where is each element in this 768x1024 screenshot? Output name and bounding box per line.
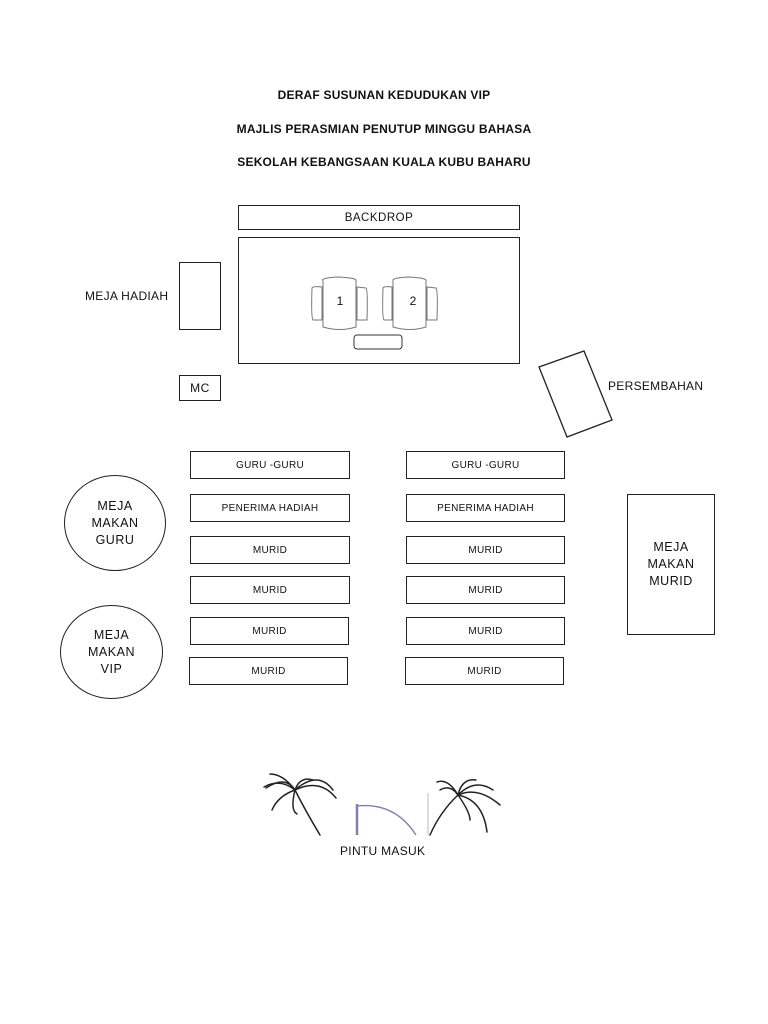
mc-box: MC — [179, 375, 221, 401]
meja-makan-murid-table: MEJA MAKAN MURID — [627, 494, 715, 635]
chair-1-icon — [311, 276, 368, 330]
right-row-4: MURID — [406, 576, 565, 604]
palm-tree-right-icon — [429, 779, 501, 836]
left-row-4: MURID — [190, 576, 350, 604]
left-row-5: MURID — [190, 617, 349, 645]
left-row-6: MURID — [189, 657, 348, 685]
stage-small-table — [353, 334, 403, 350]
meja-hadiah-label: MEJA HADIAH — [85, 289, 169, 303]
right-row-5: MURID — [406, 617, 565, 645]
meja-hadiah-table — [179, 262, 221, 330]
door-icon — [355, 793, 429, 836]
right-row-3: MURID — [406, 536, 565, 564]
persembahan-table — [538, 350, 613, 438]
palm-tree-left-icon — [263, 773, 337, 836]
left-row-2: PENERIMA HADIAH — [190, 494, 350, 522]
left-row-1: GURU -GURU — [190, 451, 350, 479]
meja-makan-guru-table: MEJA MAKAN GURU — [64, 475, 166, 571]
title-line-3: SEKOLAH KEBANGSAAN KUALA KUBU BAHARU — [237, 155, 531, 169]
right-row-6: MURID — [405, 657, 564, 685]
left-row-3: MURID — [190, 536, 350, 564]
meja-makan-vip-table: MEJA MAKAN VIP — [60, 605, 163, 699]
persembahan-label: PERSEMBAHAN — [608, 379, 704, 393]
right-row-1: GURU -GURU — [406, 451, 565, 479]
chair-2-number: 2 — [410, 294, 417, 308]
stage-area — [238, 237, 520, 364]
pintu-masuk-label: PINTU MASUK — [340, 844, 426, 858]
chair-1-number: 1 — [337, 294, 344, 308]
title-line-1: DERAF SUSUNAN KEDUDUKAN VIP — [277, 88, 491, 102]
chair-2-icon — [382, 276, 438, 330]
title-line-2: MAJLIS PERASMIAN PENUTUP MINGGU BAHASA — [236, 122, 532, 136]
backdrop-box: BACKDROP — [238, 205, 520, 230]
right-row-2: PENERIMA HADIAH — [406, 494, 565, 522]
